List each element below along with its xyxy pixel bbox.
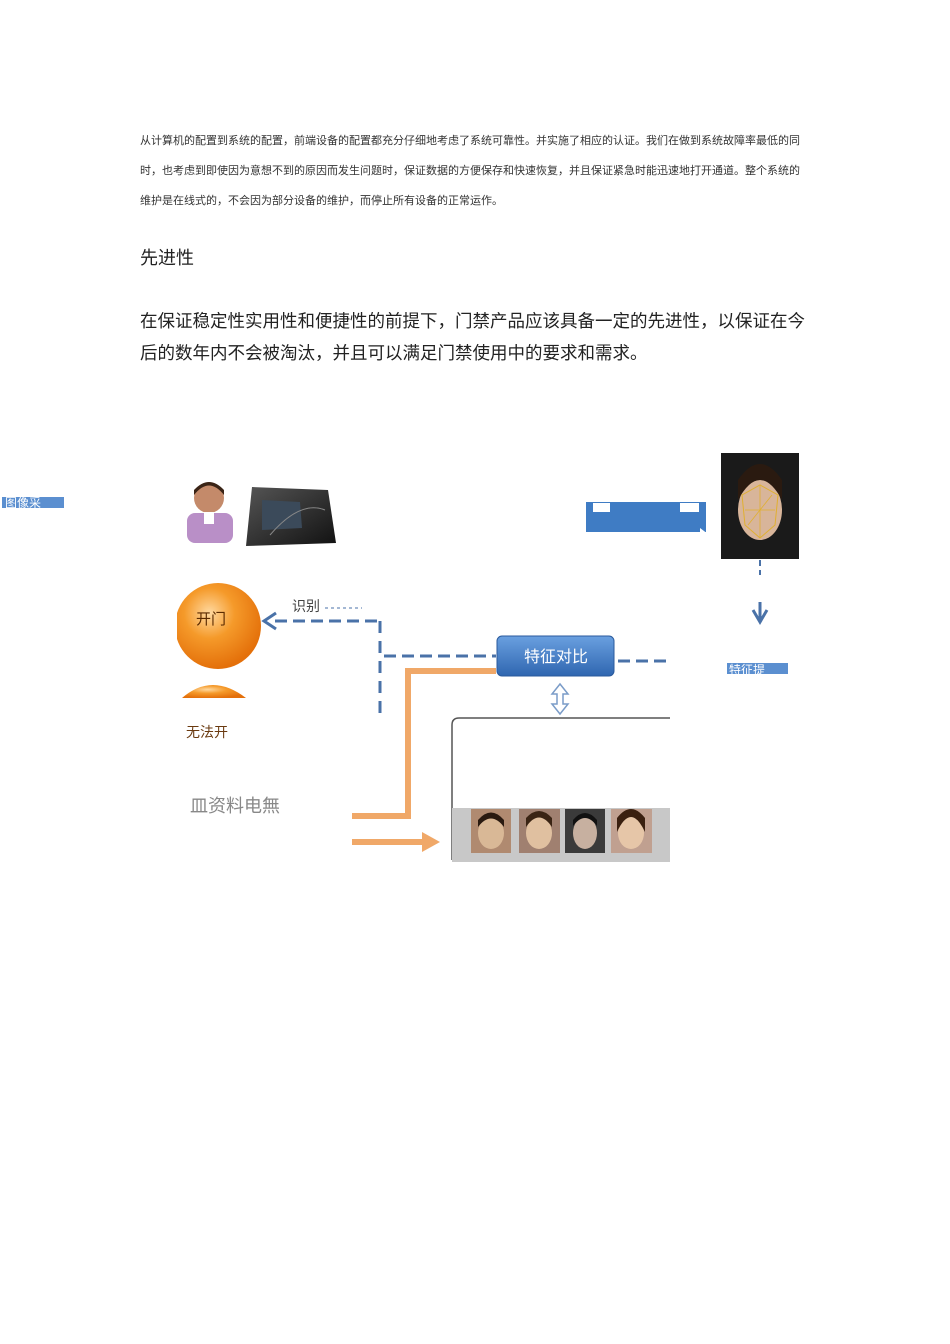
open-door-arrow xyxy=(261,611,382,720)
image-capture-tag: 图像采 xyxy=(2,496,64,510)
double-arrow-icon xyxy=(550,682,570,716)
database-flow-arrow xyxy=(352,668,496,852)
feature-compare-box: 特征对比 xyxy=(496,635,615,677)
face-photo xyxy=(519,809,560,853)
feature-extract-label: 特征提 xyxy=(729,662,765,677)
face-photo xyxy=(565,809,605,853)
access-device-icon xyxy=(246,487,336,546)
person-icon xyxy=(187,482,233,543)
recognize-label: 识别 xyxy=(292,599,320,615)
section-heading-advanced: 先进性 xyxy=(140,248,194,269)
database-label: 皿资料电無 xyxy=(190,796,280,817)
face-photo xyxy=(611,809,652,853)
capture-bar xyxy=(586,502,708,540)
paragraph-advanced: 在保证稳定性实用性和便捷性的前提下，门禁产品应该具备一定的先进性，以保证在今后的… xyxy=(140,312,805,364)
cannot-open-label: 无法开 xyxy=(186,725,228,741)
face-database-box xyxy=(451,717,670,862)
face-photo xyxy=(471,809,511,853)
cannot-open-circle: 无法开 xyxy=(160,685,246,741)
access-control-diagram: 图像采 特征提 开 xyxy=(2,453,799,862)
face-scan-image xyxy=(721,453,799,559)
open-door-circle: 开门 xyxy=(160,580,261,675)
open-door-label: 开门 xyxy=(196,610,226,628)
feature-compare-label: 特征对比 xyxy=(524,647,588,666)
image-capture-label: 图像采 xyxy=(5,496,41,510)
down-arrow-icon xyxy=(751,602,769,625)
feature-extract-tag: 特征提 xyxy=(727,662,788,677)
paragraph-reliability: 从计算机的配置到系统的配置，前端设备的配置都充分仔细地考虑了系统可靠性。并实施了… xyxy=(140,134,800,207)
